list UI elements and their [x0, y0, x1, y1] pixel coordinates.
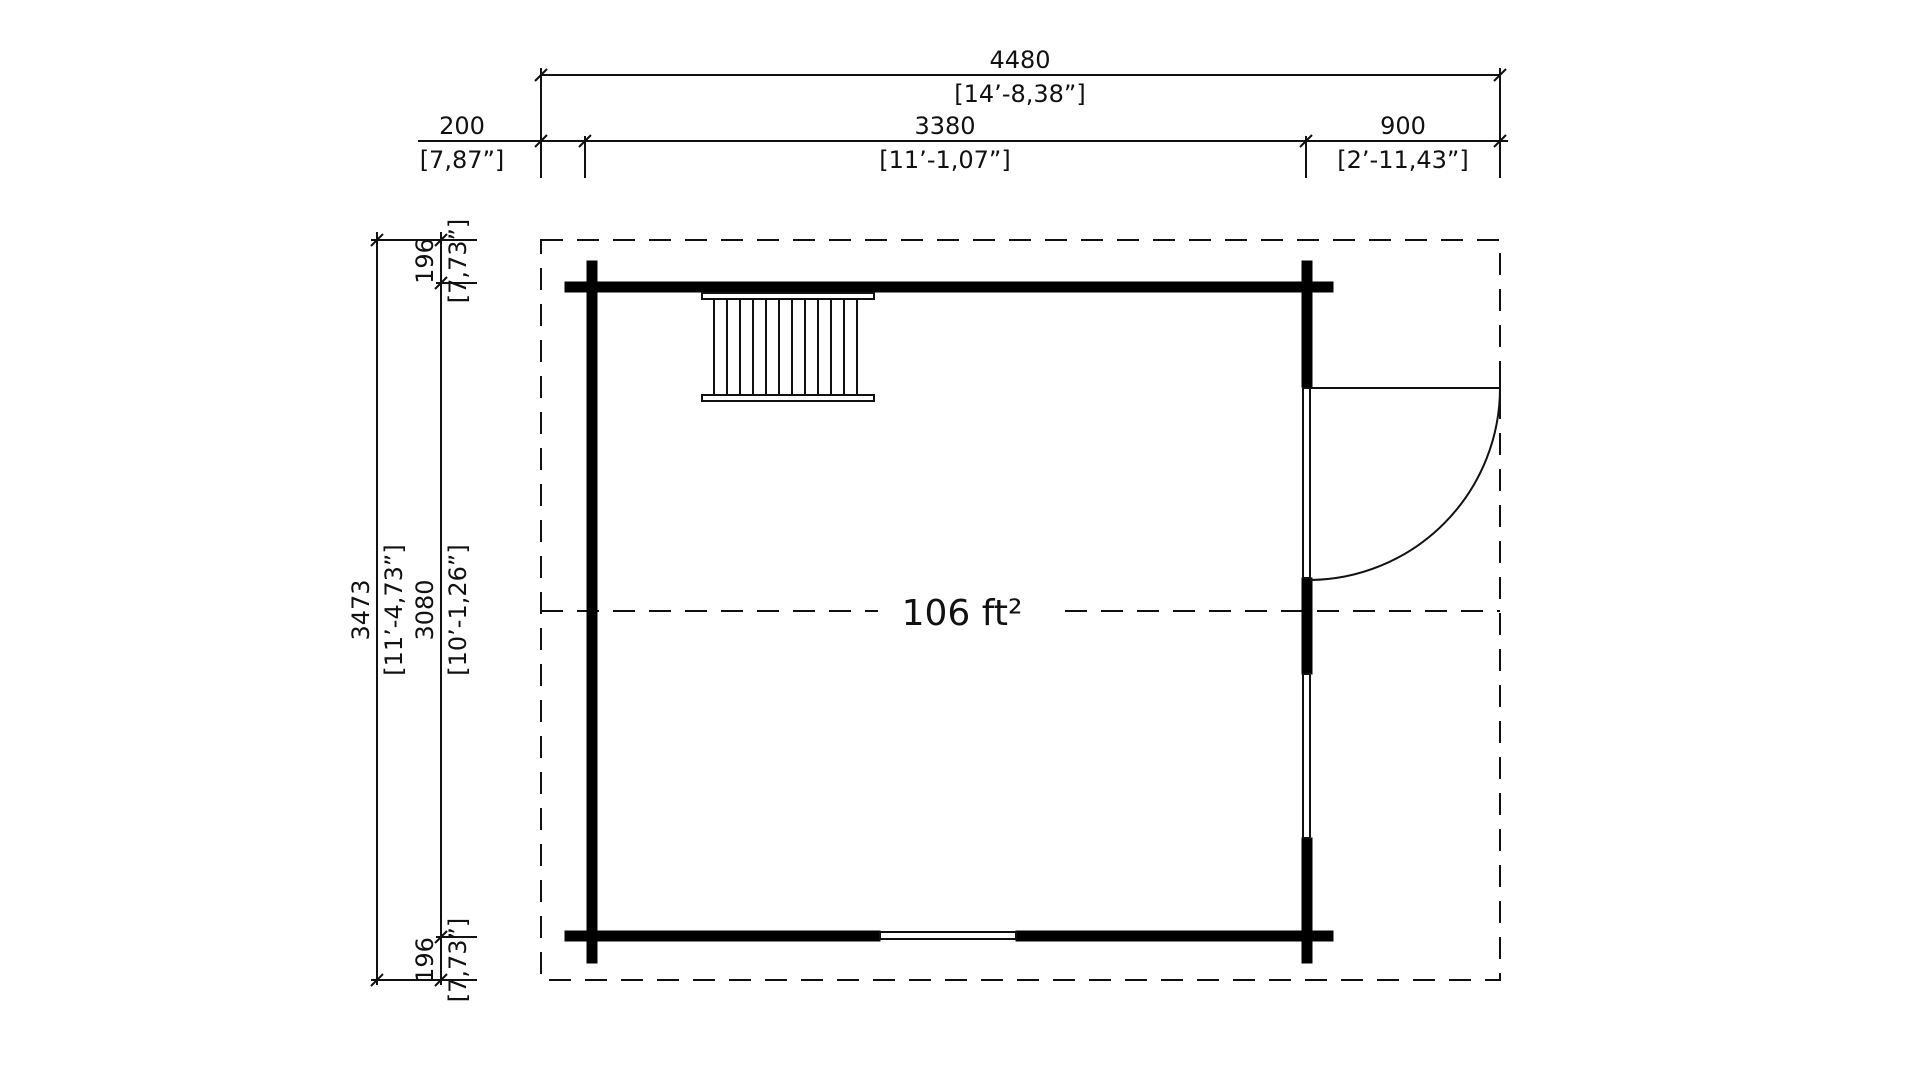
dimension-canopy-width-imperial: [2’-11,43”]: [1337, 146, 1468, 174]
dimension-tick: [370, 233, 384, 247]
dimension-cabin-depth-value: 3080: [411, 579, 439, 640]
window-top: [701, 292, 875, 402]
dimension-cabin-depth-imperial: [10’-1,26”]: [444, 544, 472, 675]
dimension-total-depth-value: 3473: [347, 579, 375, 640]
dimension-total-width-imperial: [14’-8,38”]: [954, 80, 1085, 108]
door-swing-arc: [1309, 387, 1501, 581]
dimension-tick: [434, 930, 448, 944]
wall-right: [1301, 260, 1313, 388]
window-sill-bottom: [701, 394, 875, 402]
dimension-tick: [434, 276, 448, 290]
dimension-tick: [434, 233, 448, 247]
wall-right: [1301, 577, 1313, 675]
dimension-overhang-top-imperial: [7,73”]: [444, 219, 472, 304]
dimension-cabin-width-imperial: [11’-1,07”]: [879, 146, 1010, 174]
window-sill-top: [701, 292, 875, 300]
dimension-overhang-bottom-value: 196: [411, 937, 439, 983]
dimension-tick: [370, 973, 384, 987]
dimension-canopy-width-value: 900: [1380, 112, 1426, 140]
openings: [1302, 366, 1501, 839]
wall-bottom: [564, 930, 881, 942]
dimension-tick: [434, 973, 448, 987]
dimension-total-width-value: 4480: [989, 46, 1050, 74]
floor-area-label: 106 ft²: [902, 593, 1023, 634]
dimension-tick: [578, 134, 592, 148]
wall-right: [1301, 837, 1313, 964]
door-frame: [1302, 387, 1311, 579]
dimension-tick: [1493, 134, 1507, 148]
dimension-cabin-width-value: 3380: [914, 112, 975, 140]
window-right: [1302, 673, 1311, 839]
wall-bottom: [1015, 930, 1334, 942]
wall-top: [564, 281, 1334, 293]
dimension-overhang-left-imperial: [7,87”]: [420, 146, 505, 174]
dimension-tick: [534, 68, 548, 82]
dimension-total-depth-imperial: [11’-4,73”]: [380, 544, 408, 675]
dimension-overhang-top-value: 196: [411, 238, 439, 284]
door-threshold: [879, 931, 1017, 940]
wall-left: [586, 260, 598, 964]
dimension-overhang-left-value: 200: [439, 112, 485, 140]
dimension-tick: [534, 134, 548, 148]
left-dimensions: 3473 [11’-4,73”] 3080 [10’-1,26”] 196 [7…: [347, 219, 477, 1003]
dimension-tick: [1299, 134, 1313, 148]
dimension-overhang-bottom-imperial: [7,73”]: [444, 918, 472, 1003]
top-dimensions: 4480 [14’-8,38”] 200 [7,87”] 3380 [11’-1…: [418, 46, 1508, 178]
dimension-tick: [1493, 68, 1507, 82]
